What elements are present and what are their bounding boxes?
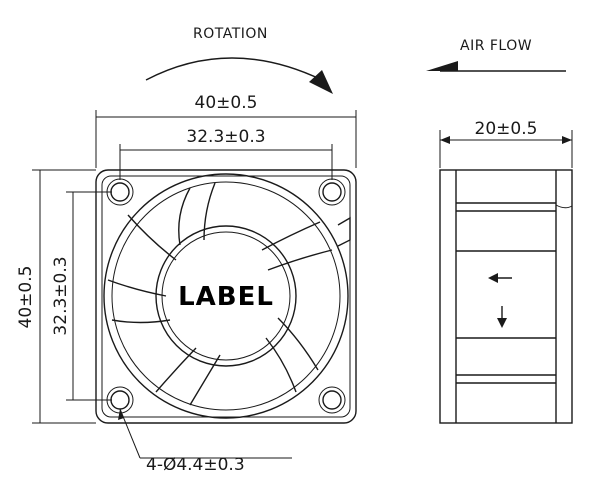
blade-5	[107, 279, 171, 324]
hole-width-dim: 32.3±0.3	[186, 127, 265, 147]
mounting-hole-top-left	[110, 182, 130, 202]
airflow-arrow-icon	[426, 61, 458, 71]
hub-inner	[161, 231, 291, 361]
outer-height-dim: 40±0.5	[16, 266, 36, 329]
airflow-label: AIR FLOW	[460, 38, 532, 54]
mounting-hole-top-right	[322, 182, 342, 202]
depth-dim: 20±0.5	[475, 119, 538, 139]
blade-2	[261, 221, 333, 271]
cable-notch	[337, 216, 351, 247]
mounting-hole-bottom-left	[110, 390, 130, 410]
side-arrow-down-icon	[497, 318, 507, 328]
side-view: AIR FLOW 20±0.5	[426, 38, 573, 424]
callout-arrow-icon	[118, 409, 124, 420]
blade-1	[178, 182, 216, 246]
rotation-arrow-icon	[309, 70, 333, 94]
depth-arrow-right-icon	[562, 136, 572, 144]
depth-arrow-left-icon	[440, 136, 450, 144]
side-arrow-left-icon	[488, 273, 498, 283]
mounting-hole-bottom-right	[322, 390, 342, 410]
fan-frame-inner	[101, 175, 351, 418]
label-text: LABEL	[178, 282, 274, 312]
hole-callout: 4-Ø4.4±0.3	[146, 455, 245, 475]
blade-3	[265, 317, 319, 393]
hole-boss-top-left	[106, 178, 134, 206]
front-view: ROTATION 40±0.5 32.3±0.3 40±0.5 32.3±0.3	[16, 26, 357, 475]
hole-boss-bottom-right	[318, 386, 346, 414]
mounting-holes	[106, 178, 346, 414]
hub-outer	[155, 225, 297, 367]
side-body	[439, 169, 573, 424]
hole-boss-top-right	[318, 178, 346, 206]
hole-height-dim: 32.3±0.3	[51, 256, 71, 335]
outer-width-dim: 40±0.5	[195, 93, 258, 113]
rotation-arc	[145, 57, 323, 81]
side-notch	[555, 204, 573, 209]
venturi-outer	[103, 173, 349, 419]
fan-frame	[95, 169, 357, 424]
venturi-inner	[111, 181, 341, 411]
blade-6	[127, 214, 177, 261]
rotation-label: ROTATION	[193, 26, 268, 42]
blade-4	[155, 347, 221, 406]
